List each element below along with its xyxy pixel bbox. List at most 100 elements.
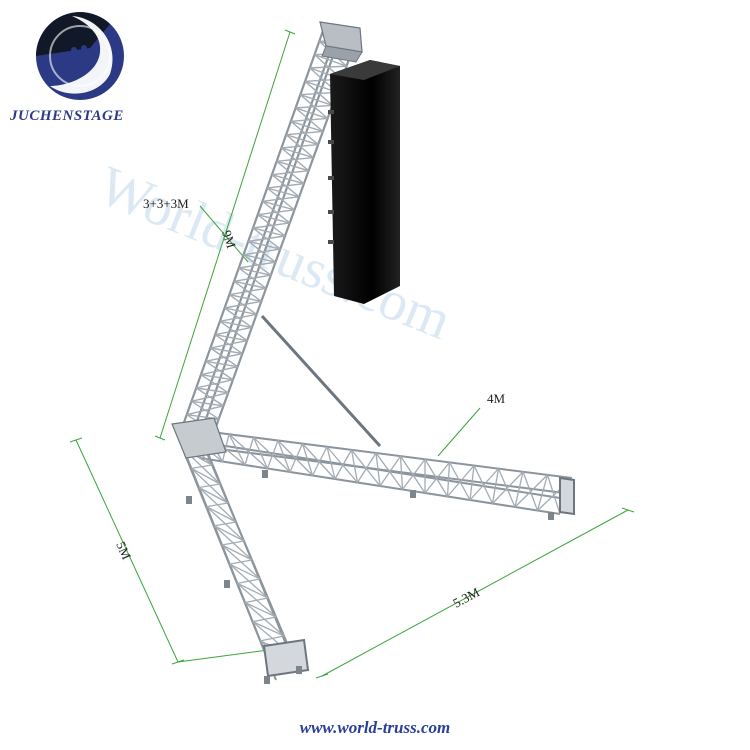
truss-brace <box>219 320 252 329</box>
truss-brace <box>469 465 475 501</box>
watermark-text: World-truss.com <box>90 155 459 352</box>
support-strut <box>260 314 382 448</box>
truss-brace <box>271 173 305 185</box>
truss-brace <box>238 267 267 289</box>
truss-brace <box>195 387 224 407</box>
truss-brace <box>252 227 281 250</box>
truss-brace <box>447 465 475 497</box>
truss-brace <box>267 187 300 198</box>
truss-brace <box>228 433 246 466</box>
truss-brace <box>238 267 271 276</box>
truss-brace <box>219 320 248 342</box>
truss-brace <box>356 452 377 483</box>
truss-brace <box>289 443 304 473</box>
truss-brace <box>191 464 213 469</box>
truss-brace <box>424 458 449 497</box>
truss-brace <box>191 400 224 407</box>
truss-brace <box>295 107 328 120</box>
truss-brace <box>205 360 234 381</box>
truss-brace <box>196 387 229 394</box>
line-array-speaker <box>328 60 400 304</box>
truss-brace <box>295 107 324 132</box>
truss-brace <box>252 227 286 237</box>
dimension-height-sections: 3+3+3M <box>143 196 189 211</box>
truss-brace <box>375 452 381 487</box>
truss-brace <box>262 200 291 224</box>
truss-brace <box>198 483 221 489</box>
truss-brace <box>266 187 295 211</box>
truss-brace <box>277 440 313 476</box>
truss-brace <box>229 563 261 580</box>
truss-brace <box>314 54 347 67</box>
truss-brace <box>206 502 229 508</box>
truss-brace <box>237 578 261 584</box>
truss-brace <box>266 440 279 469</box>
truss-brace <box>276 160 305 185</box>
truss-brace <box>290 120 319 146</box>
truss-brace <box>281 147 314 159</box>
truss-brace <box>243 254 272 276</box>
truss-brace <box>446 462 451 497</box>
truss-brace <box>252 616 277 623</box>
truss-brace <box>191 467 221 485</box>
truss-brace <box>224 307 257 316</box>
truss-brace <box>399 455 426 494</box>
truss-brace <box>334 449 353 480</box>
truss-brace <box>536 474 549 511</box>
truss-corner-block <box>171 417 227 459</box>
truss-brace <box>244 601 277 618</box>
truss-brace <box>214 525 245 542</box>
dimension-beam-length: 4M <box>487 391 506 406</box>
truss-brace <box>271 174 300 198</box>
truss-brace <box>469 468 499 501</box>
truss-brace <box>311 446 328 476</box>
dimension-lines <box>69 29 635 679</box>
truss-brace <box>221 540 245 546</box>
truss-brace <box>399 456 404 490</box>
truss-brace <box>285 133 319 146</box>
truss-brace <box>200 373 234 381</box>
truss-brace <box>277 440 291 473</box>
truss-brace <box>224 307 253 329</box>
truss-brace <box>228 294 258 315</box>
truss-brace <box>237 582 269 599</box>
truss-brace <box>492 471 524 504</box>
dimension-left-leg: 5M <box>113 539 134 562</box>
truss-brace <box>300 94 333 106</box>
truss-brace <box>514 471 524 508</box>
truss-brace <box>304 80 333 106</box>
truss-brace <box>228 433 268 469</box>
dimension-base-span: 5.3M <box>450 584 482 611</box>
truss-brace <box>253 436 291 473</box>
truss-brace <box>247 240 276 263</box>
truss-brace <box>375 452 404 490</box>
truss-brace <box>491 468 500 504</box>
truss-brace <box>198 486 229 504</box>
truss-brace <box>215 333 248 342</box>
truss-brace <box>514 474 548 508</box>
truss-brace <box>200 374 229 394</box>
truss-brace <box>302 443 336 480</box>
truss-brace <box>280 147 310 172</box>
brand-name: JUCHENSTAGE <box>10 108 124 124</box>
footer-url: www.world-truss.com <box>299 718 451 737</box>
truss-brace <box>276 160 309 172</box>
truss-brace <box>252 437 269 469</box>
truss-brace <box>229 559 253 565</box>
truss-brace <box>326 446 358 483</box>
truss-brace <box>260 635 285 642</box>
truss-brace <box>262 200 295 211</box>
truss-brace <box>244 597 269 604</box>
truss-brace <box>424 461 451 494</box>
truss-brace <box>301 443 314 476</box>
truss-brace <box>221 544 253 561</box>
truss-brace <box>350 449 381 487</box>
truss-brace <box>233 280 267 289</box>
truss-brace <box>210 347 239 368</box>
truss-brace <box>214 521 237 527</box>
truss-brace <box>350 449 359 483</box>
truss-brace <box>243 253 276 263</box>
base-feet <box>186 470 554 684</box>
truss-brace <box>252 621 285 637</box>
truss-brace <box>210 347 243 355</box>
